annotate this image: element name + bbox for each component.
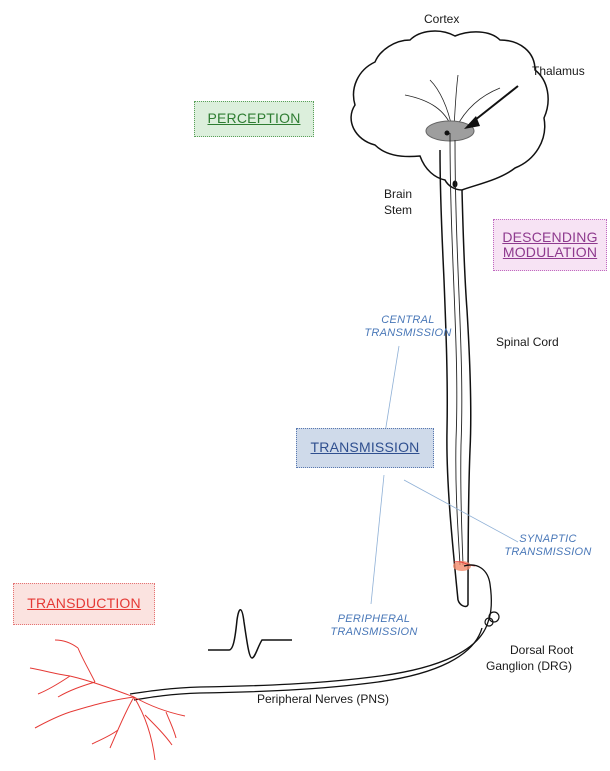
drg-ganglion — [489, 612, 499, 622]
thalamus-dot — [445, 131, 450, 136]
synaptic-transmission-annotation: SYNAPTIC TRANSMISSION — [496, 533, 600, 559]
peripheral-nerve-upper — [130, 622, 488, 694]
transduction-box: TRANSDUCTION — [13, 583, 155, 625]
brain-outline — [351, 31, 548, 190]
cortex-label: Cortex — [424, 12, 459, 26]
thalamus-arrow — [470, 86, 518, 124]
synaptic-transmission-line1: SYNAPTIC — [496, 533, 600, 546]
central-transmission-line1: CENTRAL — [356, 314, 460, 327]
spinal-cord-left-wall — [440, 150, 458, 600]
brain-stem-label-line2: Stem — [384, 203, 412, 217]
peripheral-transmission-line1: PERIPHERAL — [322, 613, 426, 626]
thalamus-label: Thalamus — [532, 64, 585, 78]
action-potential-icon — [208, 610, 292, 658]
transmission-box: TRANSMISSION — [296, 428, 434, 468]
spinal-cord-label: Spinal Cord — [496, 335, 559, 349]
peripheral-transmission-line2: TRANSMISSION — [322, 626, 426, 639]
perception-box: PERCEPTION — [194, 101, 314, 137]
descending-modulation-box: DESCENDING MODULATION — [493, 219, 607, 271]
peripheral-transmission-annotation: PERIPHERAL TRANSMISSION — [322, 613, 426, 639]
pns-label: Peripheral Nerves (PNS) — [257, 692, 389, 706]
spinal-tract — [450, 133, 460, 565]
spinal-cord-tip — [458, 600, 468, 606]
central-transmission-leader — [385, 346, 399, 433]
brain-stem-label-line1: Brain — [384, 187, 412, 201]
synaptic-transmission-line2: TRANSMISSION — [496, 546, 600, 559]
drg-label-line2: Ganglion (DRG) — [486, 659, 572, 673]
spinal-cord-right-wall — [462, 190, 471, 605]
cortex-fiber — [454, 75, 458, 128]
peripheral-transmission-leader — [371, 475, 384, 604]
descending-modulation-line2: MODULATION — [503, 245, 597, 260]
nociceptor-endings — [30, 640, 185, 760]
drg-label-line1: Dorsal Root — [510, 643, 573, 657]
central-transmission-line2: TRANSMISSION — [356, 327, 460, 340]
descending-modulation-line1: DESCENDING — [502, 230, 597, 245]
central-transmission-annotation: CENTRAL TRANSMISSION — [356, 314, 460, 340]
peripheral-nerve-lower — [134, 628, 482, 700]
